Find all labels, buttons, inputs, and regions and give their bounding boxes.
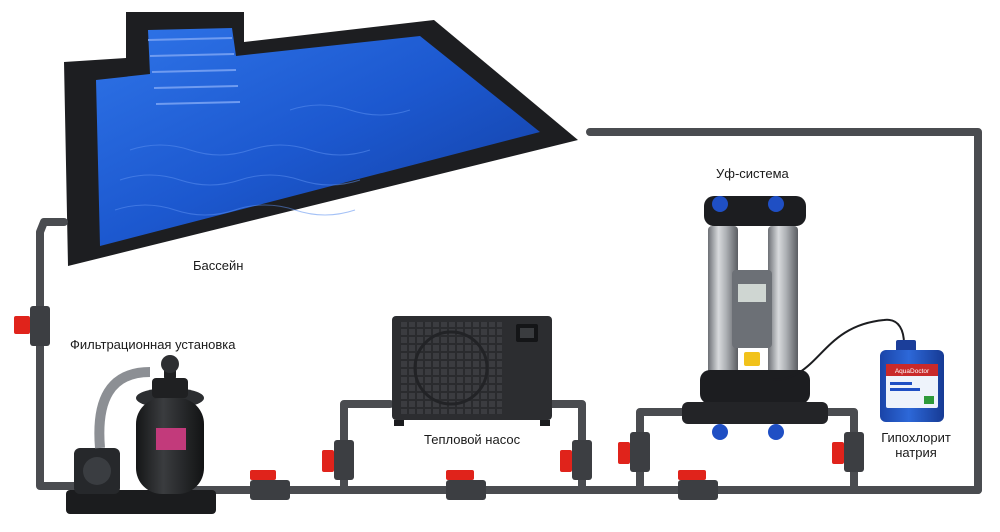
canister-brand: AquaDoctor: [895, 368, 930, 375]
uv-tube-right: [768, 226, 798, 376]
label-hypochlorite: Гипохлорит натрия: [876, 430, 956, 460]
valve-uv-out[interactable]: [832, 432, 864, 472]
label-hypochlorite-line1: Гипохлорит: [881, 430, 951, 445]
label-hypochlorite-line2: натрия: [895, 445, 937, 460]
filter-hose: [94, 367, 151, 449]
filtration-unit: [66, 355, 216, 514]
uv-control-box: [732, 270, 772, 348]
filter-label: [156, 428, 186, 450]
hypochlorite-canister: AquaDoctor: [880, 340, 944, 422]
label-filtration-unit: Фильтрационная установка: [70, 337, 236, 352]
pipe-pool-outlet: [36, 218, 94, 490]
uv-dosing-cable: [771, 318, 905, 381]
label-pool: Бассейн: [193, 258, 244, 273]
uv-tube-left: [708, 226, 738, 376]
pool: [64, 12, 578, 266]
pool-water: [96, 28, 540, 246]
uv-system-unit: [682, 196, 905, 440]
pool-caustics: [114, 104, 411, 216]
pipe-return: [586, 128, 982, 494]
valve-uv-in[interactable]: [618, 432, 650, 472]
heatpump-grille: [400, 322, 502, 414]
pool-steps: [147, 37, 241, 105]
valve-bypass-uv[interactable]: [678, 470, 718, 500]
heat-pump-unit: [392, 316, 552, 426]
label-heat-pump: Тепловой насос: [424, 432, 521, 447]
valve-main-1[interactable]: [250, 470, 290, 500]
filter-base: [66, 490, 216, 514]
valve-pool-outlet[interactable]: [14, 306, 50, 346]
valve-bypass-heatpump[interactable]: [446, 470, 486, 500]
valve-heatpump-in[interactable]: [322, 440, 354, 480]
valve-heatpump-out[interactable]: [560, 440, 592, 480]
label-uv-system: Уф-система: [716, 166, 789, 181]
